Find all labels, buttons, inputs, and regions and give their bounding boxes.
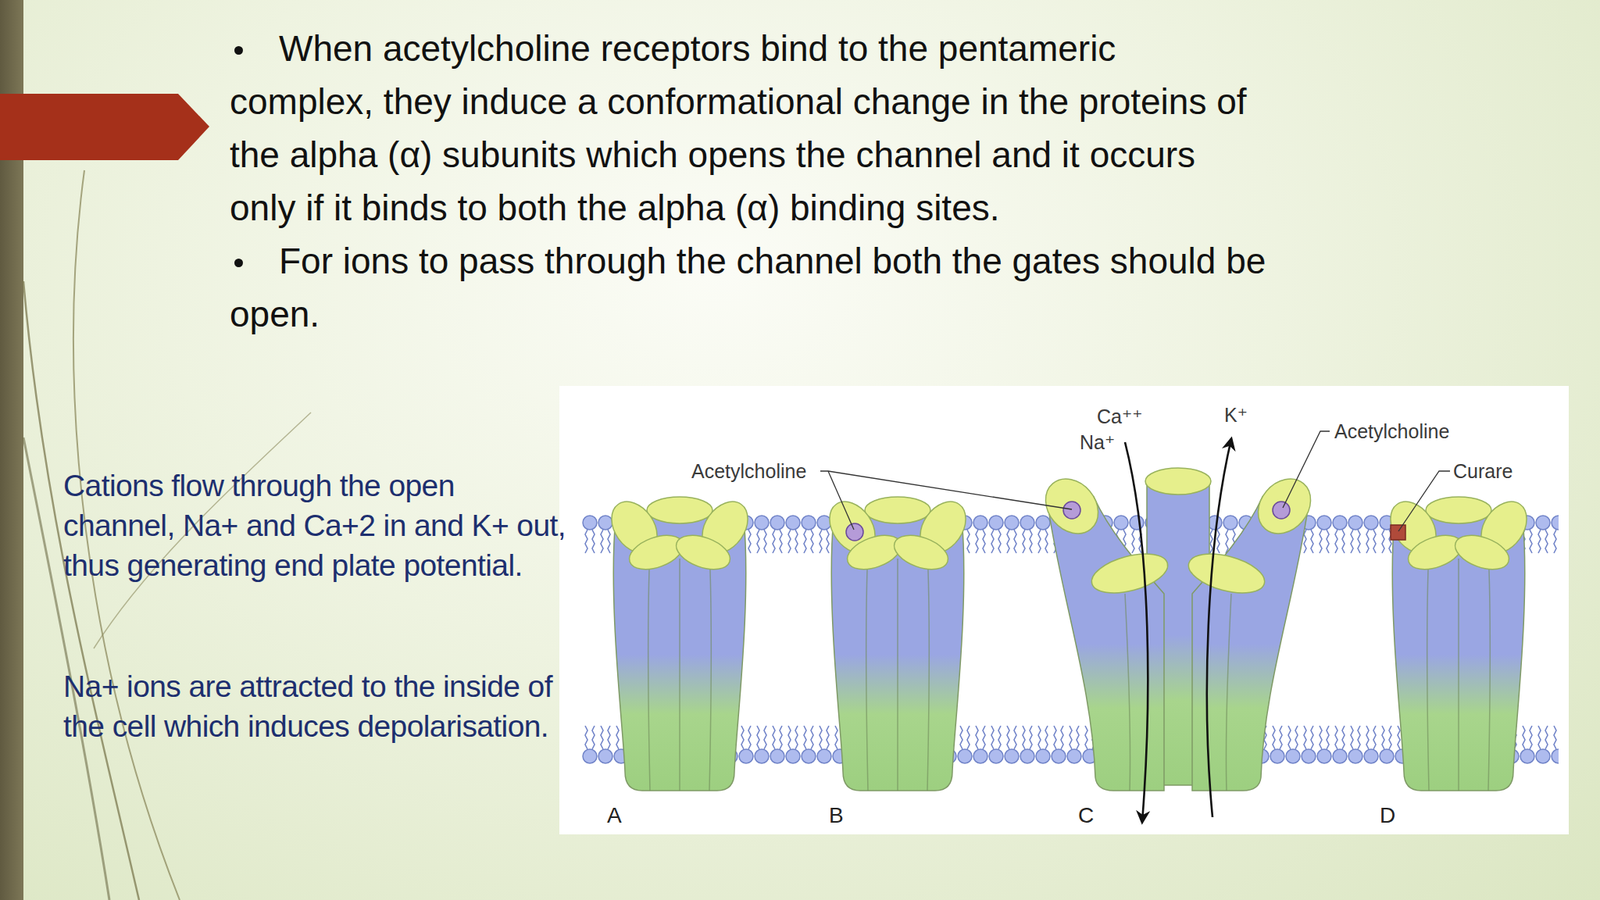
note-text: Na+ ions are attracted to the inside of … (63, 666, 572, 747)
open-channel-part (1184, 546, 1269, 600)
open-channel (1035, 467, 1322, 791)
bullet-dot (234, 258, 243, 268)
part-label: Acetylcholine (691, 459, 807, 483)
acetylcholine-molecule (846, 501, 1290, 541)
note-text: Cations flow through the open channel, N… (63, 465, 572, 586)
part-label: Curare (1453, 459, 1513, 483)
bullet-text: When acetylcholine receptors bind to the… (229, 21, 1269, 235)
bullet-dot (234, 46, 243, 55)
panel-letter: A (607, 803, 622, 829)
receptor-illustration-part (820, 492, 975, 791)
ion-label: K⁺ (1224, 403, 1248, 427)
acetylcholine-molecule-part (1063, 501, 1081, 519)
leader-line-part (1282, 431, 1330, 508)
ion-flow-arrow-part (1125, 442, 1148, 822)
open-channel-part (1035, 468, 1110, 545)
ion-flow-arrow-part (1207, 439, 1232, 818)
leader-line-part (820, 471, 1072, 510)
receptor-illustration-part (602, 492, 758, 791)
open-channel-part (1247, 468, 1322, 545)
panel-letter: C (1078, 803, 1094, 829)
leader-line-part (1398, 471, 1450, 532)
open-channel-part (1087, 546, 1172, 600)
panel-letter: D (1379, 803, 1396, 829)
receptor-illustration-part (559, 385, 1569, 835)
open-channel-part (1145, 467, 1211, 495)
receptor-illustration-part (1381, 492, 1536, 791)
open-channel-part (1125, 593, 1232, 791)
bullet-list: When acetylcholine receptors bind to the… (229, 21, 1269, 341)
panel-letter: B (828, 803, 844, 829)
part-label: Acetylcholine (1334, 419, 1450, 443)
acetylcholine-molecule-part (846, 523, 864, 541)
open-channel-part (1192, 496, 1308, 791)
acetylcholine-molecule-part (1272, 501, 1290, 519)
bullet-text: For ions to pass through the channel bot… (229, 234, 1269, 341)
receptor-illustration (559, 385, 1569, 835)
slide-decoration-part (23, 281, 140, 900)
slide-decoration-part (23, 437, 110, 900)
slide-decoration-part (0, 93, 210, 161)
leader-line-part (828, 471, 854, 530)
curare-molecule (1390, 525, 1406, 540)
ion-flow-arrow (1125, 439, 1232, 822)
ion-label: Ca⁺⁺ (1096, 404, 1143, 429)
ion-label: Na⁺ (1079, 430, 1115, 454)
leader-line (820, 431, 1450, 532)
